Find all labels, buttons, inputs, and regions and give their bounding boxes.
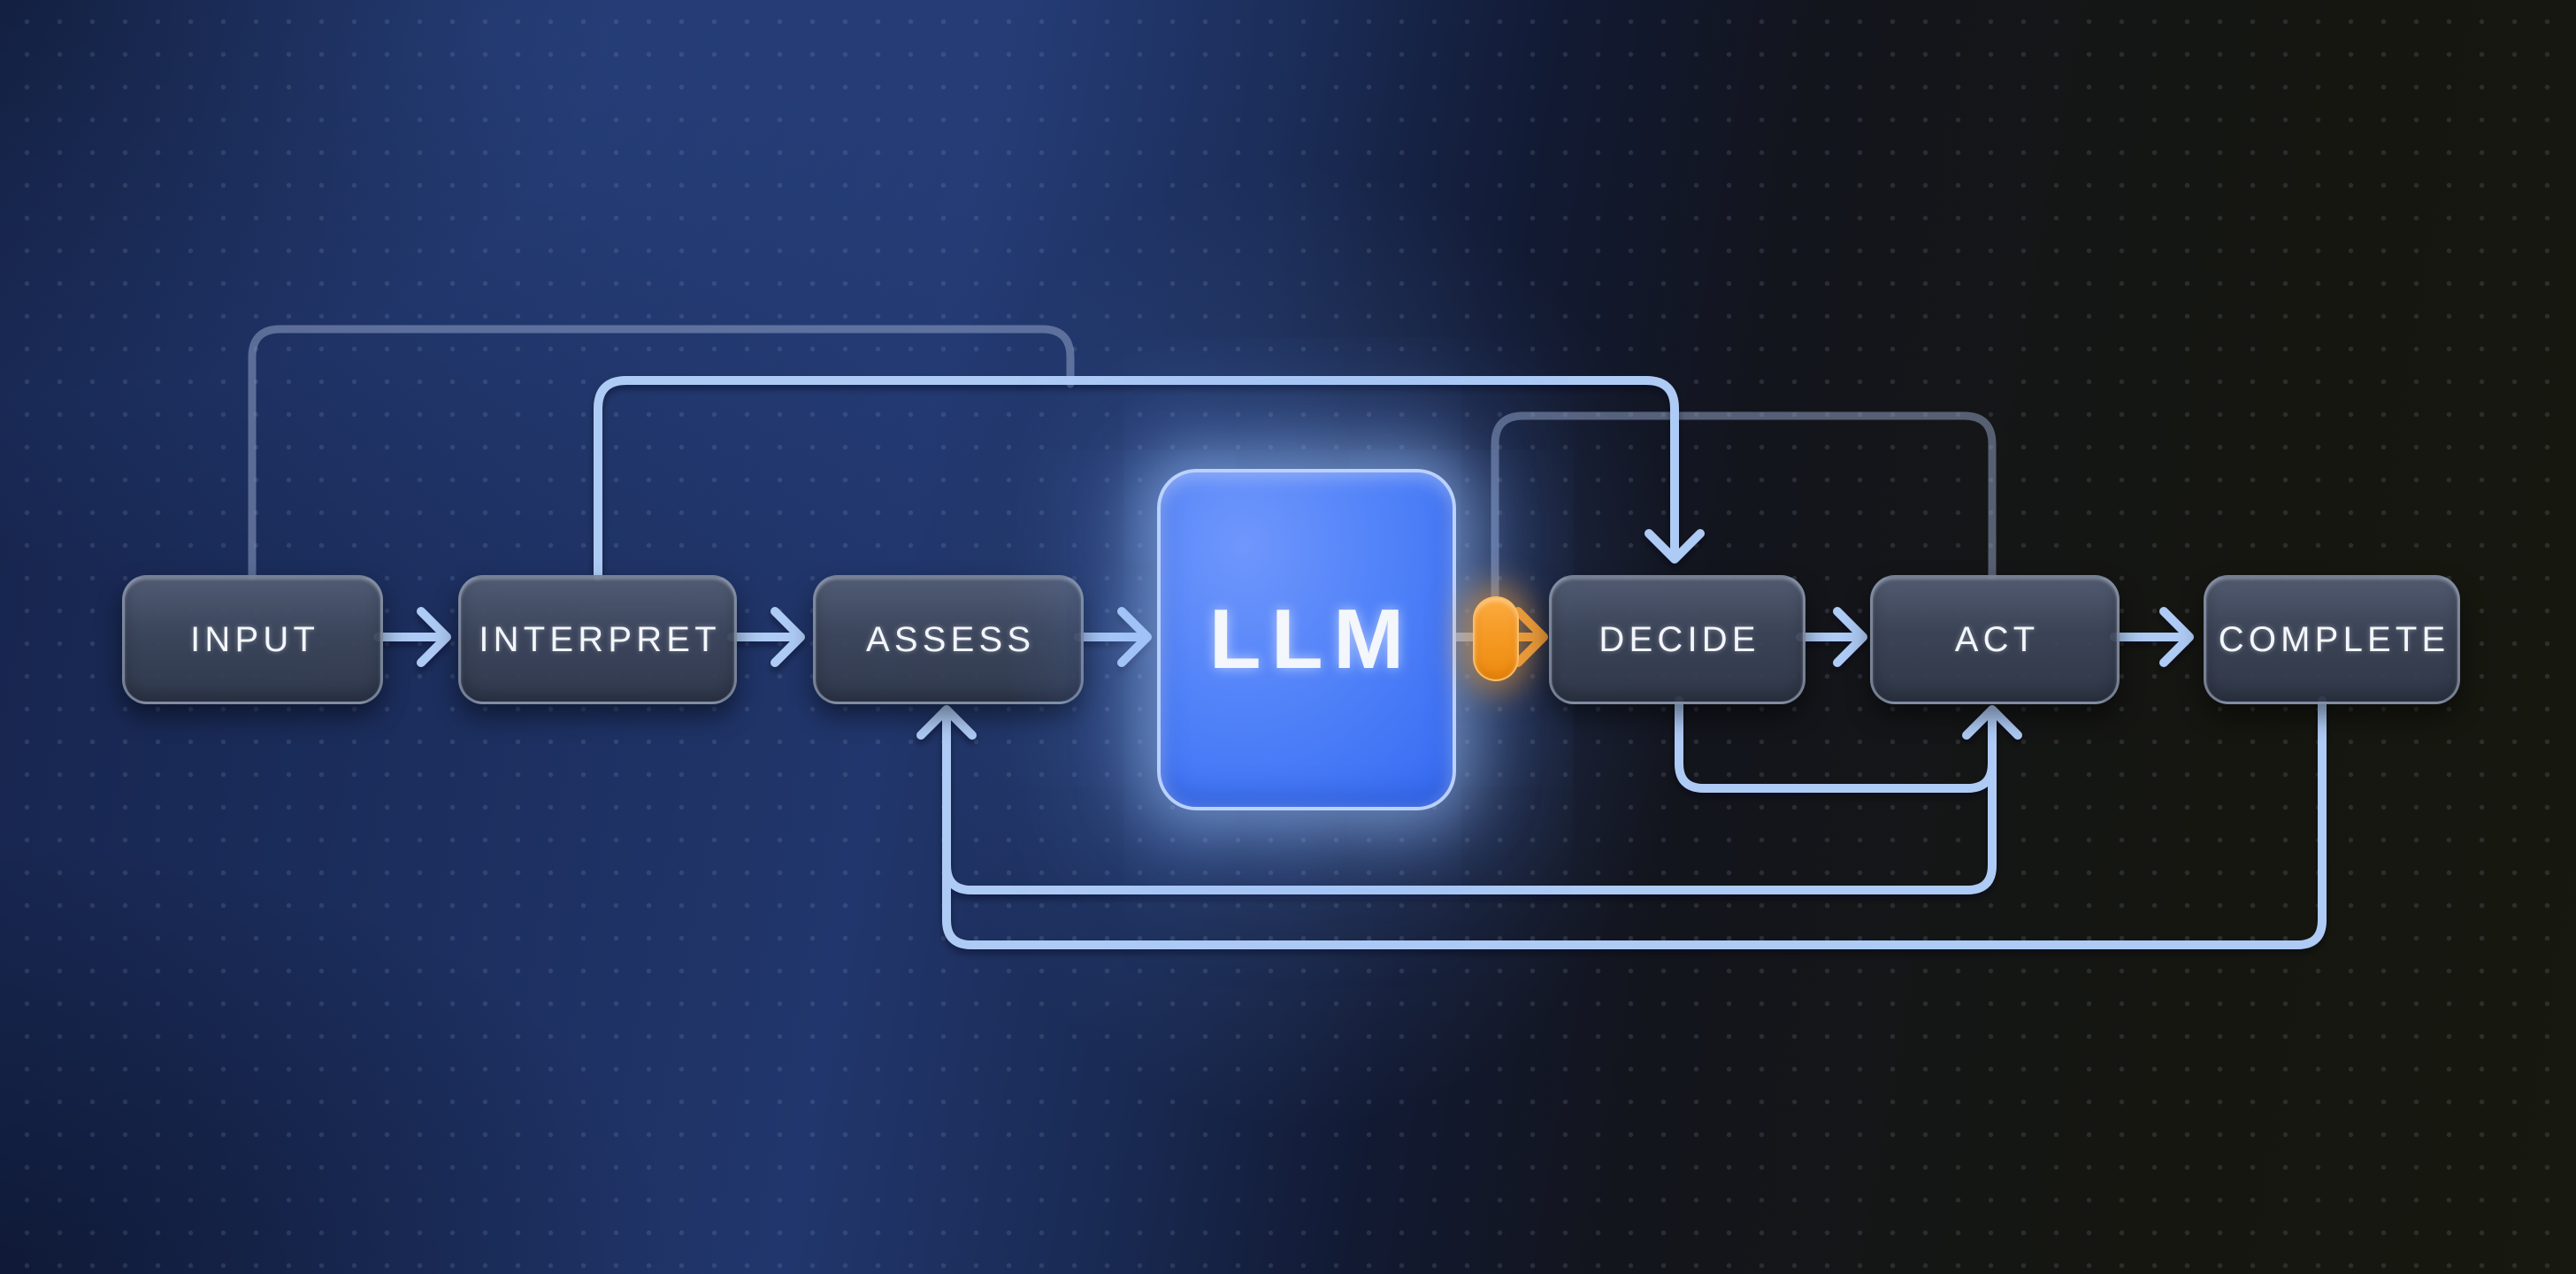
token-pill-connector (1473, 596, 1519, 681)
node-interpret-label: INTERPRET (479, 619, 721, 659)
arrowhead-into-llm (1117, 607, 1152, 667)
node-complete-label: COMPLETE (2218, 619, 2450, 659)
wire-input-top-feedback (248, 325, 1075, 581)
node-input-label: INPUT (190, 619, 320, 659)
arrowhead-into-assess-left (770, 607, 805, 667)
node-act: ACT (1870, 575, 2120, 704)
arrowhead-up-into-assess (916, 705, 977, 740)
wire-interpret-to-decide-top (594, 376, 1679, 581)
wire-token-to-act-top (1491, 411, 1997, 602)
node-llm-label: LLM (1208, 592, 1414, 687)
arrowhead-down-into-decide (1644, 529, 1705, 564)
node-decide-label: DECIDE (1598, 619, 1760, 659)
node-input: INPUT (122, 575, 383, 704)
node-llm: LLM (1157, 469, 1456, 810)
node-assess: ASSESS (813, 575, 1084, 704)
wire-decide-to-act-bottom-u (1675, 696, 1997, 793)
arrowhead-into-complete (2159, 607, 2194, 667)
node-act-label: ACT (1954, 619, 2040, 659)
wire-complete-to-assess-bottom (942, 696, 2327, 949)
arrowhead-into-act-left (1833, 607, 1867, 667)
arrowhead-orange-into-decide (1514, 607, 1548, 667)
wire-branch-to-act-bottom (942, 710, 1997, 894)
arrowhead-up-into-act (1962, 705, 2022, 740)
node-decide: DECIDE (1549, 575, 1806, 704)
node-assess-label: ASSESS (865, 619, 1036, 659)
node-complete: COMPLETE (2204, 575, 2460, 704)
arrowhead-into-interpret (417, 607, 451, 667)
node-interpret: INTERPRET (458, 575, 737, 704)
